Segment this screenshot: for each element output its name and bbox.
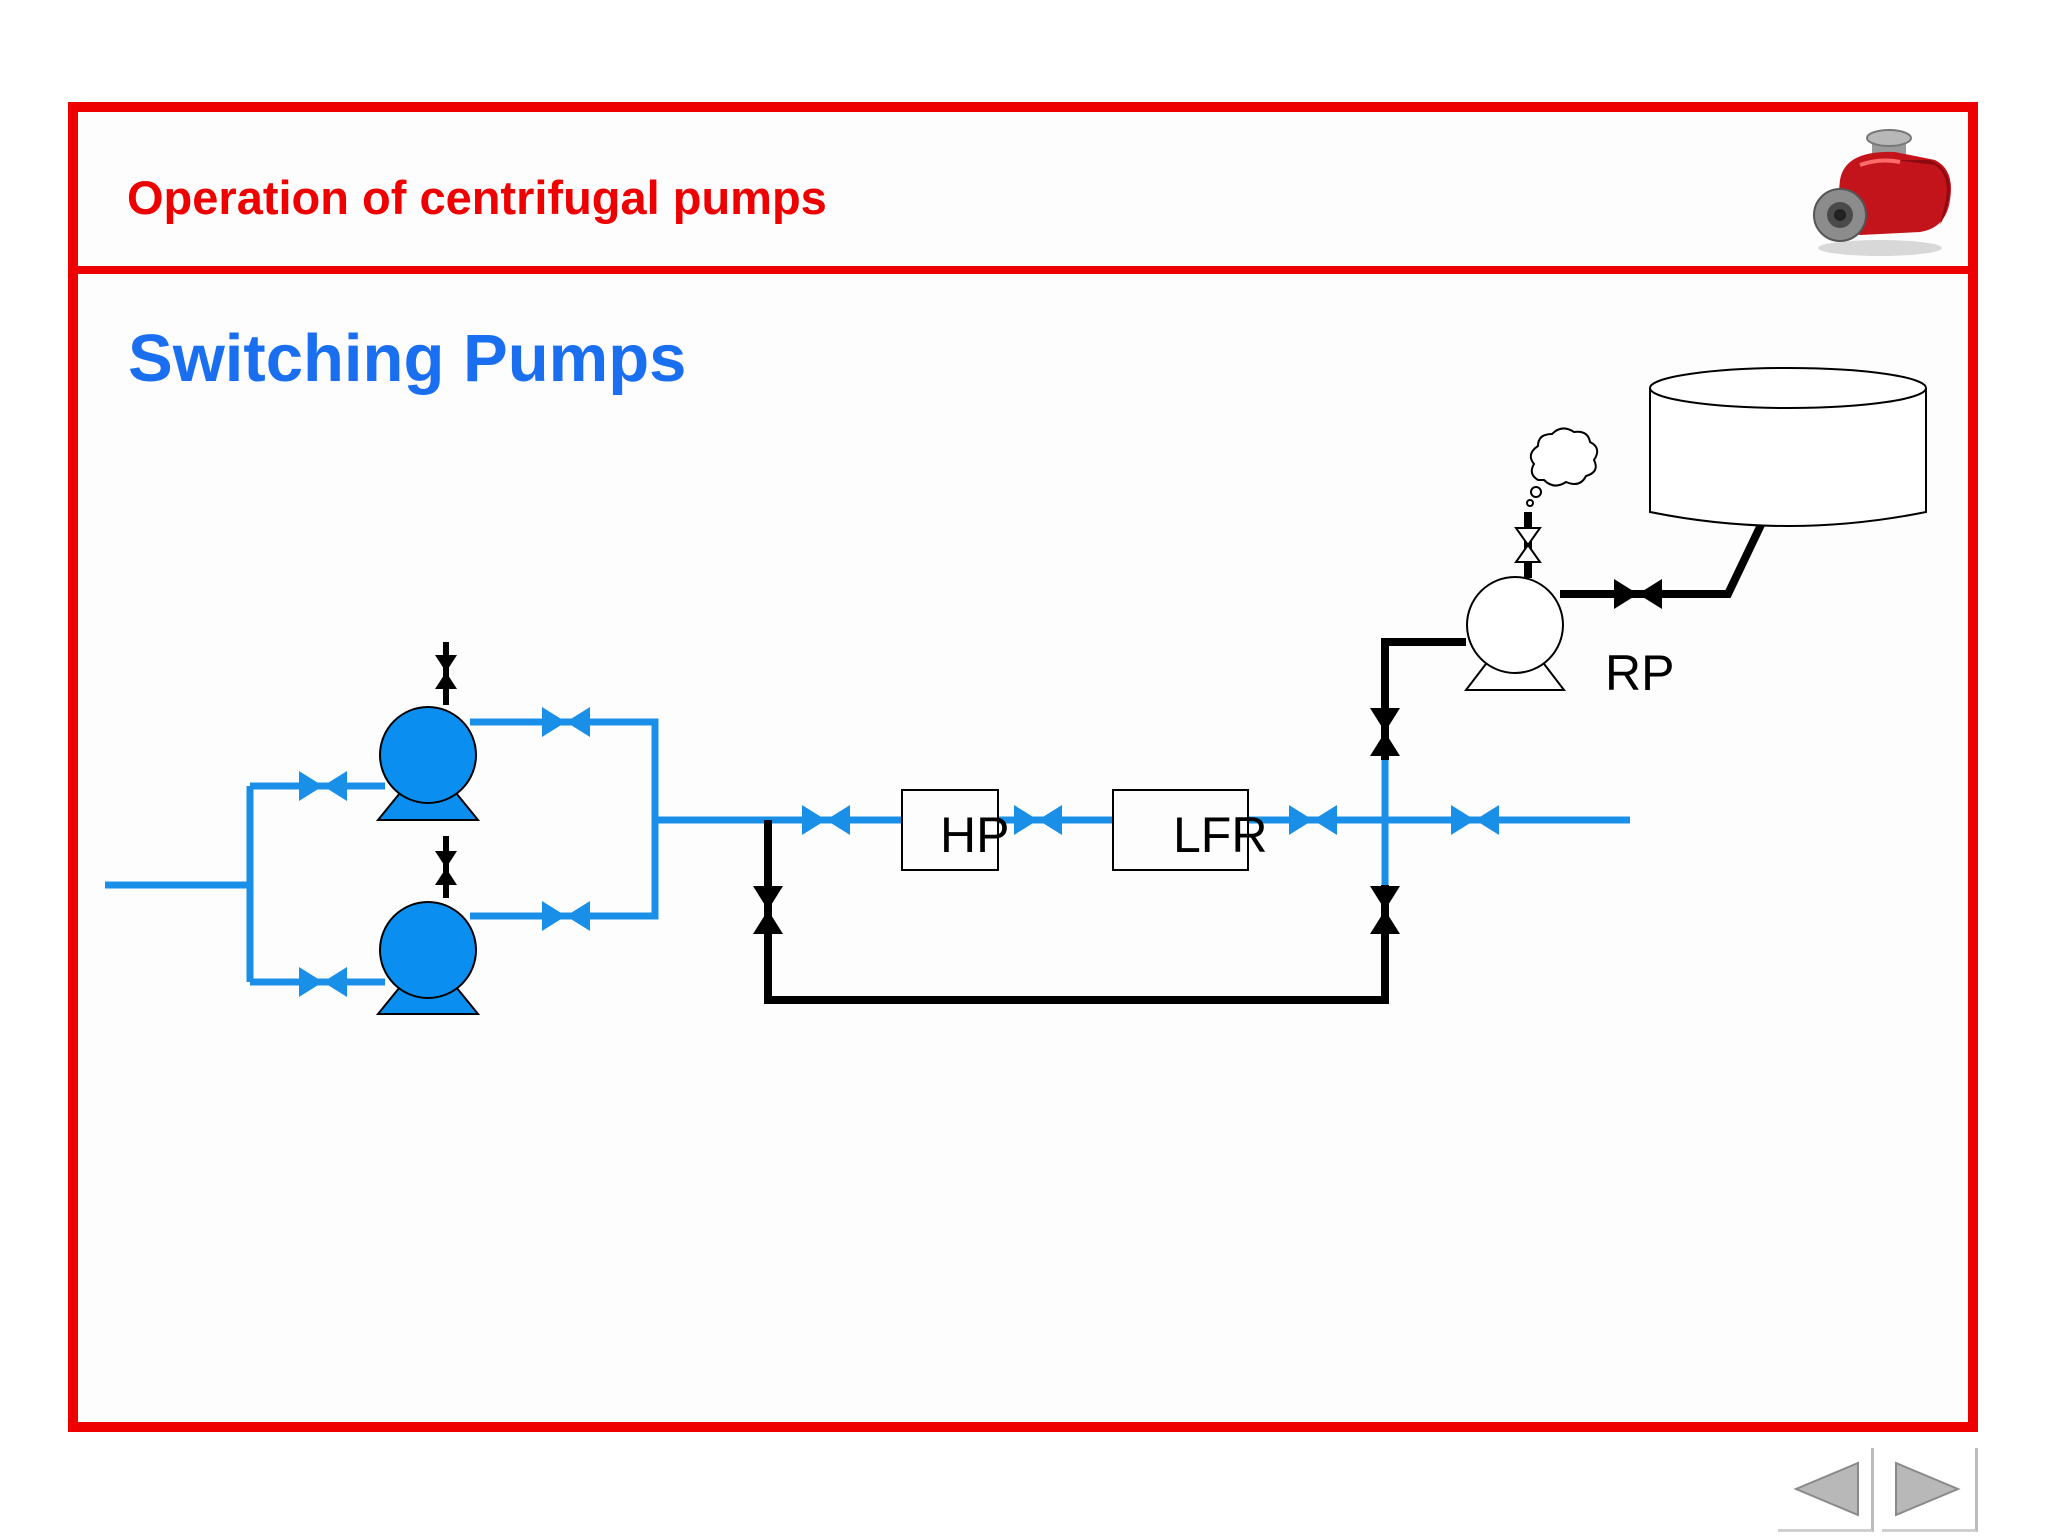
active-piping bbox=[105, 718, 1630, 986]
bypass-line bbox=[764, 820, 1389, 1004]
discharge-line-top bbox=[470, 718, 659, 820]
lfr-box bbox=[1112, 789, 1249, 871]
pump-icon-2 bbox=[375, 901, 481, 1015]
tank-icon bbox=[1649, 367, 1927, 527]
bypass-piping bbox=[764, 462, 1794, 1004]
section-title: Switching Pumps bbox=[128, 321, 687, 396]
label-hp: HP bbox=[940, 807, 1009, 863]
centrifugal-pump-logo-icon bbox=[1813, 129, 1951, 256]
previous-button[interactable] bbox=[1778, 1448, 1874, 1532]
hp-heater-box bbox=[901, 789, 999, 871]
label-rp: RP bbox=[1605, 645, 1674, 701]
header-title: Operation of centrifugal pumps bbox=[127, 171, 827, 224]
triangle-right-icon bbox=[1894, 1460, 1961, 1517]
reserve-pump-suction bbox=[1381, 638, 1466, 760]
vent-valve-icon bbox=[1514, 527, 1542, 563]
pump-icon-1 bbox=[375, 706, 481, 821]
triangle-left-icon bbox=[1792, 1460, 1859, 1517]
next-button[interactable] bbox=[1882, 1448, 1978, 1532]
label-lfr: LFR bbox=[1173, 807, 1267, 863]
pump-icon-reserve bbox=[1463, 576, 1567, 691]
slide-navigation bbox=[1778, 1448, 1978, 1534]
discharge-line-bottom bbox=[470, 820, 659, 920]
header-divider bbox=[68, 266, 1978, 274]
vent-cloud-icon bbox=[1526, 427, 1599, 507]
